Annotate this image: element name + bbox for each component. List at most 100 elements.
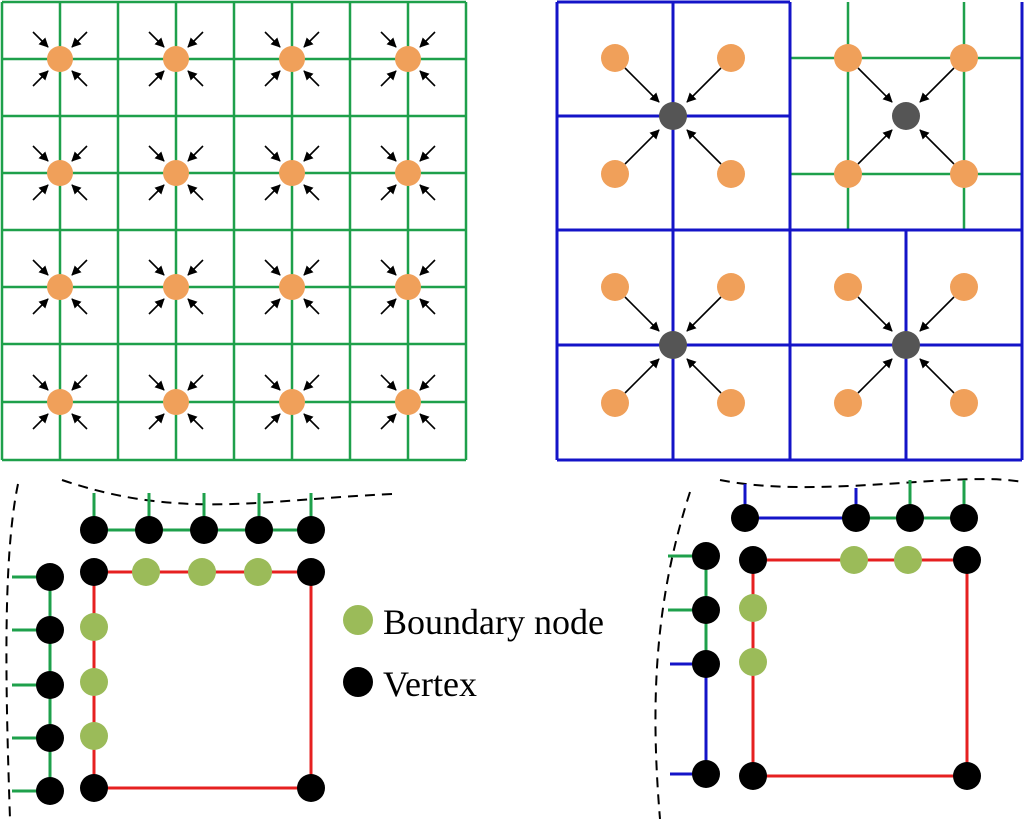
restriction-arrow bbox=[71, 413, 88, 430]
prolongation-arrow bbox=[919, 67, 955, 103]
cell-center-node bbox=[395, 46, 421, 72]
cell-center-node bbox=[950, 389, 978, 417]
cell-center-node bbox=[163, 46, 189, 72]
restriction-arrow bbox=[187, 145, 204, 162]
prolongation-arrow bbox=[919, 358, 955, 394]
coarse-center-node bbox=[659, 331, 687, 359]
legend: Boundary node Vertex bbox=[343, 602, 604, 704]
restriction-arrow bbox=[380, 70, 397, 87]
boundary-dashed-curve bbox=[654, 491, 691, 819]
restriction-arrow bbox=[187, 298, 204, 315]
cell-center-node bbox=[834, 389, 862, 417]
restriction-arrow bbox=[419, 374, 436, 391]
legend-vertex-swatch bbox=[343, 667, 373, 697]
restriction-arrow bbox=[380, 374, 397, 391]
restriction-arrow bbox=[380, 31, 397, 48]
prolongation-arrow bbox=[686, 358, 722, 394]
cell-center-node bbox=[601, 273, 629, 301]
vertex-node bbox=[953, 762, 981, 790]
boundary-detail-left bbox=[5, 479, 393, 819]
restriction-arrow bbox=[303, 374, 320, 391]
coarse-grid-panel bbox=[555, 0, 1024, 462]
restriction-arrow bbox=[419, 184, 436, 201]
boundary-node bbox=[739, 648, 767, 676]
cell-center-node bbox=[395, 160, 421, 186]
prolongation-arrow bbox=[686, 67, 722, 103]
restriction-arrow bbox=[187, 259, 204, 276]
cell-center-node bbox=[395, 274, 421, 300]
restriction-arrow bbox=[187, 70, 204, 87]
restriction-arrow bbox=[303, 31, 320, 48]
vertex-node bbox=[36, 671, 64, 699]
block-edge bbox=[751, 558, 969, 778]
restriction-arrow bbox=[264, 374, 281, 391]
prolongation-arrow bbox=[624, 67, 660, 103]
coarse-center-node bbox=[892, 331, 920, 359]
restriction-arrow bbox=[148, 298, 165, 315]
cell-center-node bbox=[47, 46, 73, 72]
cell-center-node bbox=[950, 44, 978, 72]
restriction-arrow bbox=[32, 145, 49, 162]
restriction-arrow bbox=[148, 70, 165, 87]
restriction-arrow bbox=[264, 70, 281, 87]
restriction-arrow bbox=[419, 70, 436, 87]
restriction-arrow bbox=[148, 259, 165, 276]
vertex-node bbox=[297, 774, 325, 802]
restriction-arrow bbox=[148, 374, 165, 391]
legend-boundary-node-swatch bbox=[343, 605, 373, 635]
restriction-arrow bbox=[303, 259, 320, 276]
boundary-node bbox=[894, 546, 922, 574]
cell-center-node bbox=[717, 160, 745, 188]
restriction-arrow bbox=[148, 31, 165, 48]
restriction-arrow bbox=[380, 259, 397, 276]
prolongation-arrow bbox=[857, 358, 893, 394]
prolongation-arrow bbox=[857, 296, 893, 332]
cell-center-node bbox=[279, 46, 305, 72]
restriction-arrow bbox=[303, 145, 320, 162]
restriction-arrow bbox=[419, 145, 436, 162]
prolongation-arrow bbox=[624, 296, 660, 332]
cell-center-node bbox=[950, 273, 978, 301]
cell-center-node bbox=[834, 273, 862, 301]
restriction-arrow bbox=[187, 374, 204, 391]
restriction-arrow bbox=[380, 298, 397, 315]
coarse-center-node bbox=[892, 102, 920, 130]
legend-boundary-node-label: Boundary node bbox=[383, 602, 604, 642]
boundary-node bbox=[188, 558, 216, 586]
vertex-node bbox=[245, 516, 273, 544]
vertex-node bbox=[842, 504, 870, 532]
cell-center-node bbox=[47, 274, 73, 300]
block-edge bbox=[92, 570, 313, 790]
coarse-center-node bbox=[659, 102, 687, 130]
vertex-node bbox=[692, 542, 720, 570]
restriction-arrow bbox=[148, 184, 165, 201]
boundary-node bbox=[80, 722, 108, 750]
boundary-detail-right bbox=[654, 478, 1023, 819]
boundary-node bbox=[132, 558, 160, 586]
restriction-arrow bbox=[264, 184, 281, 201]
cell-center-node bbox=[717, 44, 745, 72]
restriction-arrow bbox=[264, 145, 281, 162]
boundary-dashed-curve bbox=[5, 483, 19, 819]
restriction-arrow bbox=[419, 298, 436, 315]
prolongation-arrow bbox=[857, 67, 893, 103]
prolongation-arrow bbox=[624, 129, 660, 165]
cell-center-node bbox=[163, 389, 189, 415]
restriction-arrow bbox=[32, 259, 49, 276]
cell-center-node bbox=[163, 274, 189, 300]
restriction-arrow bbox=[419, 413, 436, 430]
restriction-arrow bbox=[419, 259, 436, 276]
restriction-arrow bbox=[32, 374, 49, 391]
restriction-arrow bbox=[71, 374, 88, 391]
vertex-node bbox=[80, 516, 108, 544]
cell-center-node bbox=[834, 160, 862, 188]
fine-grid-panel bbox=[0, 0, 468, 462]
restriction-arrow bbox=[187, 31, 204, 48]
boundary-node bbox=[739, 594, 767, 622]
vertex-node bbox=[739, 546, 767, 574]
vertex-node bbox=[36, 563, 64, 591]
restriction-arrow bbox=[303, 413, 320, 430]
boundary-node bbox=[840, 546, 868, 574]
restriction-arrow bbox=[71, 259, 88, 276]
